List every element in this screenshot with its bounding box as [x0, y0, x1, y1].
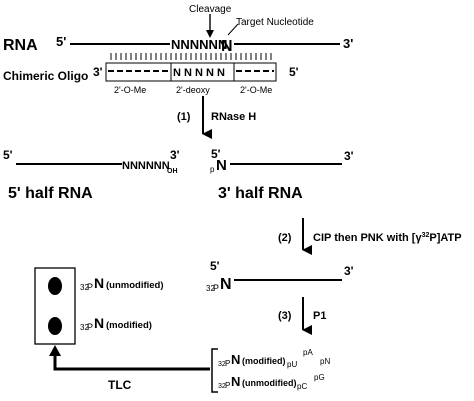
- plate-mod-label: (modified): [106, 320, 152, 331]
- oligo-n-5: N: [217, 67, 225, 79]
- oligo-n-3: N: [195, 67, 203, 79]
- mod-n: N: [231, 352, 240, 367]
- plate-mod-n: N: [94, 315, 104, 331]
- tlc-label: TLC: [108, 378, 132, 392]
- tlc-spot-modified: [48, 317, 62, 335]
- frag3-3prime: 3': [344, 149, 354, 163]
- plate-mod-32: 32: [80, 323, 89, 332]
- oligo-5prime: 5': [289, 65, 299, 79]
- oligo-n-1: N: [173, 67, 181, 79]
- step3-label: P1: [313, 310, 326, 322]
- nucleotide-bracket: [211, 348, 218, 393]
- frag3-5prime: 5': [211, 147, 221, 161]
- chimeric-oligo-label: Chimeric Oligo: [3, 69, 88, 83]
- unmod-p: P: [225, 381, 230, 390]
- unmod-n: N: [231, 374, 240, 389]
- frag5-5prime: 5': [3, 148, 13, 162]
- pg-label: pG: [314, 373, 325, 382]
- rna-nnnnnn: NNNNNN: [171, 37, 227, 52]
- step1-number: (1): [177, 111, 191, 123]
- step2-number: (2): [278, 232, 292, 244]
- labeled-32: 32: [206, 284, 215, 293]
- mod-p: P: [225, 359, 230, 368]
- step1-label: RNase H: [211, 111, 256, 123]
- target-nucleotide-label: Target Nucleotide: [236, 17, 314, 28]
- step3-number: (3): [278, 310, 292, 322]
- hybridization-ticks: [110, 53, 272, 60]
- mod-32: 32: [218, 361, 226, 368]
- oligo-box: [105, 62, 277, 82]
- frag5-nnnnnn: NNNNNN: [122, 160, 170, 172]
- frag5-oh: OH: [167, 168, 178, 175]
- pn-label: pN: [320, 357, 330, 366]
- five-half-rna-label: 5' half RNA: [8, 185, 93, 202]
- tlc-plate: [34, 267, 76, 345]
- labeled-n: N: [220, 276, 232, 293]
- tlc-spot-unmodified: [48, 277, 62, 295]
- plate-unmod-32: 32: [80, 283, 89, 292]
- rna-3prime: 3': [343, 36, 353, 51]
- rna-label: RNA: [3, 37, 38, 54]
- oligo-n-2: N: [184, 67, 192, 79]
- plate-unmod-label: (unmodified): [106, 280, 164, 291]
- plate-mod-p: P: [87, 322, 93, 332]
- frag3-p: p: [210, 165, 215, 174]
- oligo-segment-ome-right: 2'-O-Me: [240, 85, 272, 95]
- pc-label: pC: [297, 382, 307, 391]
- pu-label: pU: [287, 360, 297, 369]
- labeled-3prime: 3': [344, 264, 354, 278]
- oligo-segment-ome-left: 2'-O-Me: [114, 85, 146, 95]
- target-nucleotide-n: N: [221, 38, 233, 55]
- tlc-path: [53, 352, 210, 371]
- labeled-5prime: 5': [210, 259, 220, 273]
- step2-label: CIP then PNK with [γ32P]ATP: [313, 232, 462, 244]
- pa-label: pA: [303, 348, 313, 357]
- three-half-rna-label: 3' half RNA: [218, 185, 303, 202]
- frag3-n: N: [216, 157, 227, 174]
- oligo-segment-deoxy: 2'-deoxy: [176, 85, 210, 95]
- labeled-p: P: [213, 283, 219, 293]
- tlc-arrowhead: [49, 345, 61, 356]
- unmod-32: 32: [218, 383, 226, 390]
- cleavage-arrowhead: [206, 30, 214, 38]
- plate-unmod-n: N: [94, 275, 104, 291]
- plate-unmod-p: P: [87, 282, 93, 292]
- cleavage-label: Cleavage: [189, 4, 232, 15]
- rna-5prime: 5': [56, 34, 66, 49]
- unmod-label: (unmodified): [242, 378, 297, 388]
- oligo-n-4: N: [206, 67, 214, 79]
- mod-label: (modified): [242, 356, 286, 366]
- target-pointer: [227, 23, 239, 36]
- frag5-3prime: 3': [170, 148, 180, 162]
- oligo-3prime: 3': [93, 65, 103, 79]
